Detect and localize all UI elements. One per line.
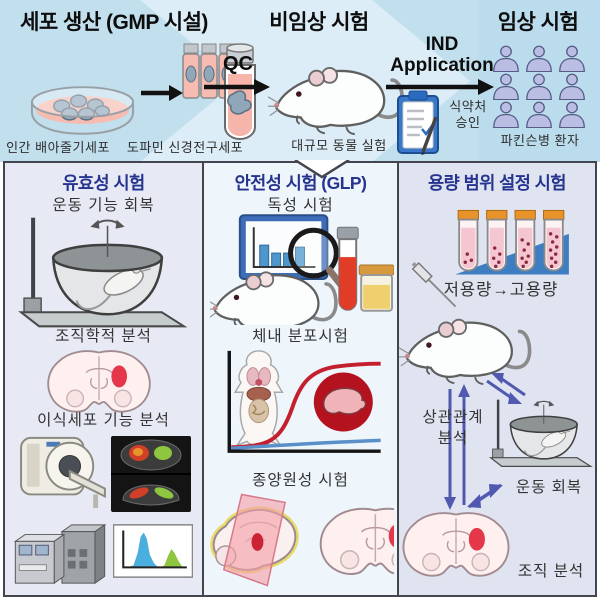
panel-safety: 안전성 시험 (GLP) 독성 시험 체내 분포시험	[202, 163, 399, 595]
mri-scanner-icon	[20, 436, 106, 509]
progenitor-label: 도파민 신경전구세포	[126, 140, 244, 155]
animal-experiment-label: 대규모 동물 실험	[291, 138, 387, 153]
panel-efficacy: 유효성 시험 운동 기능 회복 조직학적 분석 이식세포 기능 분석	[5, 163, 202, 595]
pet-scan-icon	[111, 436, 191, 512]
motor-recovery-small-label: 운동 회복	[515, 479, 583, 496]
dose-range-title: 용량 범위 설정 시험	[428, 173, 566, 193]
flow-cytometer-icon	[13, 523, 107, 585]
brain-section-icon	[43, 347, 155, 415]
tissue-brain-icon	[399, 497, 513, 591]
biodistribution-label: 체내 분포시험	[252, 328, 349, 345]
flow-notch-icon	[294, 160, 350, 179]
tumorigenicity-icon	[210, 493, 394, 587]
qc-arrow-icon	[204, 79, 270, 95]
biodistribution-chart-icon	[227, 350, 381, 453]
patients-label: 파킨슨병 환자	[500, 133, 580, 148]
double-arrow-diagonal-icon	[486, 373, 526, 404]
motor-recovery-label: 운동 기능 회복	[52, 197, 155, 214]
toxicity-label: 독성 시험	[267, 197, 334, 214]
ind-arrow-icon	[386, 79, 494, 95]
arrow-right-icon	[141, 85, 183, 101]
stem-cell-label: 인간 배아줄기세포	[6, 140, 110, 155]
tumorigenicity-label: 종양원성 시험	[252, 472, 349, 489]
panel-dose-range: 용량 범위 설정 시험 저용량→고용량	[399, 163, 595, 595]
double-arrow-vertical-icon	[444, 384, 470, 510]
correlation-label: 상관관계 분석	[422, 409, 484, 447]
ind-application-label: IND Application	[390, 34, 494, 76]
dose-low-high-label: 저용량→고용량	[443, 281, 559, 299]
clipboard-icon	[397, 90, 439, 155]
efficacy-title: 유효성 시험	[62, 173, 145, 193]
histogram-icon	[113, 524, 193, 578]
rotation-bowl-icon	[15, 215, 191, 329]
tissue-analysis-label: 조직 분석	[517, 563, 585, 580]
graft-function-label: 이식세포 기능 분석	[37, 412, 170, 429]
dose-tubes-icon	[455, 209, 569, 275]
petri-dish-icon	[30, 86, 135, 135]
double-arrow-diagonal2-icon	[467, 483, 503, 509]
patients-crowd-icon	[493, 45, 585, 128]
qc-label: QC	[223, 53, 253, 75]
syringe-icon	[411, 262, 457, 308]
toxicity-scene-icon	[210, 214, 394, 325]
rotation-bowl-small-icon	[487, 385, 595, 481]
header-clinical: 임상 시험	[497, 11, 579, 34]
panels-container: 유효성 시험 운동 기능 회복 조직학적 분석 이식세포 기능 분석	[3, 161, 597, 597]
safety-title: 안전성 시험 (GLP)	[234, 173, 367, 193]
approval-label: 식약처 승인	[449, 99, 487, 131]
header-nonclinical: 비임상 시험	[269, 11, 369, 34]
histology-label: 조직학적 분석	[55, 328, 152, 345]
header-cell-production: 세포 생산 (GMP 시설)	[20, 11, 208, 34]
